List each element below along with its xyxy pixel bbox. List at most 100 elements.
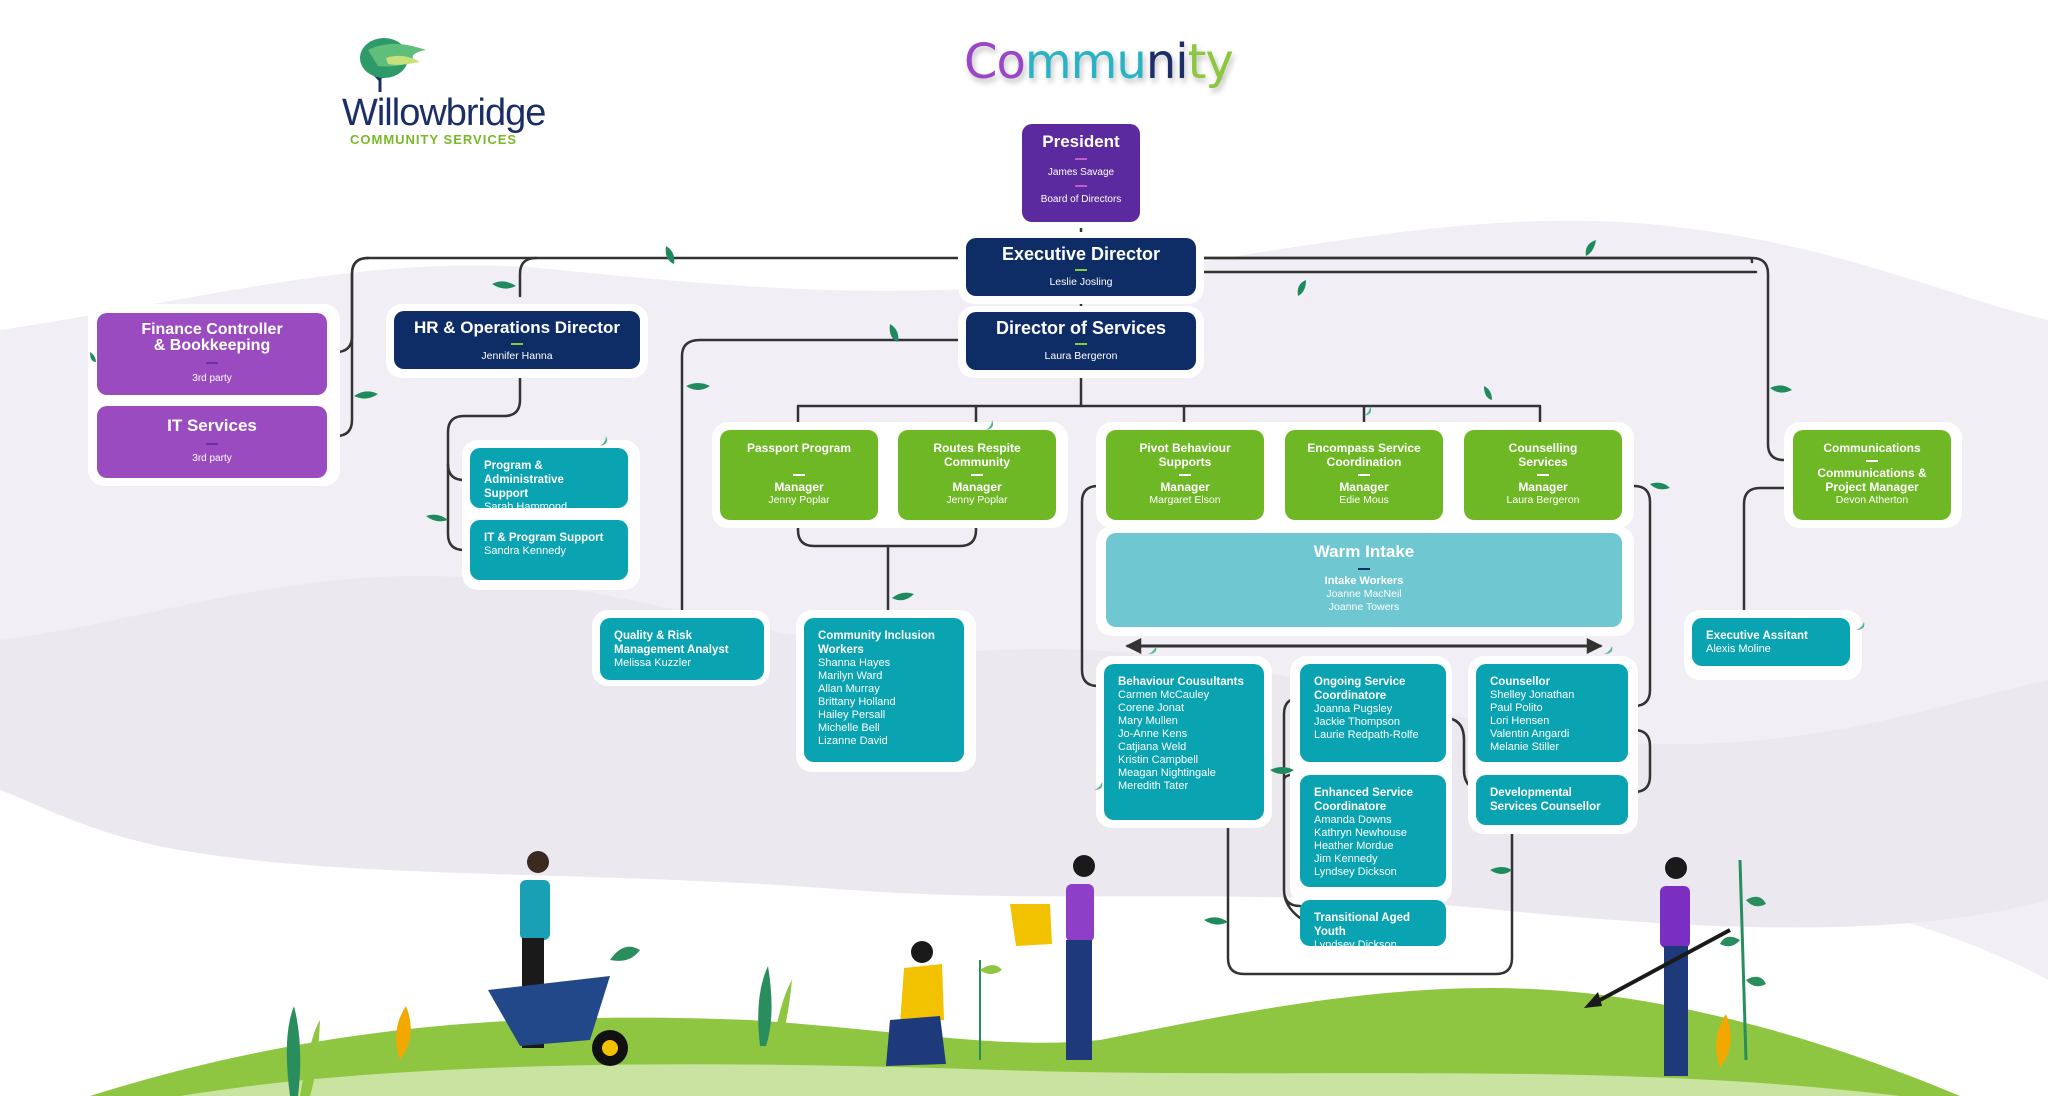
node-note: 3rd party <box>192 373 232 384</box>
node-title: President <box>1042 132 1120 151</box>
node-title-line2: Support <box>484 488 529 500</box>
divider <box>206 443 218 445</box>
node-behaviour-consultants[interactable]: Behaviour Cousultants Carmen McCauley Co… <box>1104 664 1264 820</box>
node-communications[interactable]: Communications Communications & Project … <box>1793 430 1951 520</box>
node-warm-intake[interactable]: Warm Intake Intake Workers Joanne MacNei… <box>1106 533 1622 627</box>
member: Marilyn Ward <box>818 670 883 682</box>
node-role: Manager <box>1160 480 1210 494</box>
node-name: Laura Bergeron <box>1044 350 1118 362</box>
member: Heather Mordue <box>1314 840 1394 852</box>
node-title-line1: Routes Respite <box>933 441 1021 455</box>
node-name: Sarah Hammond <box>484 501 568 513</box>
node-title: HR & Operations Director <box>414 318 620 337</box>
member: Joanne MacNeil <box>1326 588 1402 600</box>
node-title-line1: Encompass Service <box>1307 441 1421 455</box>
member: Hailey Persall <box>818 709 886 721</box>
node-program-counselling[interactable]: Counselling Services Manager Laura Berge… <box>1464 430 1622 520</box>
node-executive-director[interactable]: Executive Director Leslie Josling <box>966 238 1196 296</box>
node-title-line1: Pivot Behaviour <box>1139 441 1231 455</box>
logo-subtitle: COMMUNITY SERVICES <box>350 132 518 147</box>
title-part: Co <box>964 34 1026 90</box>
node-name: Lyndsey Dickson <box>1314 939 1397 951</box>
node-role: Manager <box>1339 480 1389 494</box>
member: Meagan Nightingale <box>1118 767 1216 779</box>
node-note: 3rd party <box>192 453 232 464</box>
member: Joanne Towers <box>1328 601 1400 613</box>
divider <box>1075 158 1087 160</box>
node-role: Manager <box>1518 480 1568 494</box>
node-title-line2: Coordination <box>1326 455 1402 469</box>
member: Laurie Redpath-Rolfe <box>1314 729 1419 741</box>
title-part: mmu <box>1024 34 1147 90</box>
node-director-of-services[interactable]: Director of Services Laura Bergeron <box>966 312 1196 370</box>
node-role-line1: Communications & <box>1817 466 1927 480</box>
node-title: Communications <box>1823 441 1921 455</box>
node-title: Transitional Aged Youth <box>1314 912 1411 938</box>
divider <box>1075 185 1087 187</box>
node-ongoing-service-coordinators[interactable]: Ongoing Service Coordinatore Joanna Pugs… <box>1300 664 1446 762</box>
member: Paul Polito <box>1490 702 1543 714</box>
member: Lori Hensen <box>1490 715 1550 727</box>
node-developmental-services-counsellor[interactable]: Developmental Services Counsellor <box>1476 775 1628 825</box>
title-part: ty <box>1187 34 1234 90</box>
node-transitional-aged-youth[interactable]: Transitional Aged Youth Lyndsey Dickson <box>1300 900 1446 951</box>
node-title-line1: Counselling <box>1508 441 1578 455</box>
node-name: Melissa Kuzzler <box>614 657 692 669</box>
node-name: Jenny Poplar <box>768 494 830 506</box>
member: Allan Murray <box>818 683 880 695</box>
node-title-line1: Program & Administrative <box>484 460 564 486</box>
node-hr-operations-director[interactable]: HR & Operations Director Jennifer Hanna <box>394 311 640 369</box>
node-program-encompass[interactable]: Encompass Service Coordination Manager E… <box>1285 430 1443 520</box>
node-executive-assistant[interactable]: Executive Assitant Alexis Moline <box>1692 618 1850 666</box>
node-role: Manager <box>774 480 824 494</box>
node-role: Manager <box>952 480 1002 494</box>
member-list: Shanna Hayes Marilyn Ward Allan Murray B… <box>818 657 950 748</box>
node-name: Jenny Poplar <box>946 494 1008 506</box>
node-counsellor[interactable]: Counsellor Shelley Jonathan Paul Polito … <box>1476 664 1628 762</box>
node-finance-controller[interactable]: Finance Controller & Bookkeeping 3rd par… <box>97 313 327 395</box>
divider <box>1075 269 1087 271</box>
node-president[interactable]: President James Savage Board of Director… <box>1022 124 1140 222</box>
divider <box>206 362 218 364</box>
node-community-inclusion-workers[interactable]: Community Inclusion Workers Shanna Hayes… <box>804 618 964 762</box>
node-title-line1: Passport Program <box>746 441 852 455</box>
node-name: Alexis Moline <box>1706 643 1771 655</box>
node-title-line2: Workers <box>818 644 864 656</box>
member: Amanda Downs <box>1314 814 1392 826</box>
divider <box>1358 568 1370 570</box>
node-title-line2: Services Counsellor <box>1490 801 1601 813</box>
node-role: Intake Workers <box>1324 575 1404 587</box>
divider <box>511 343 523 345</box>
divider <box>971 474 983 476</box>
member: Michelle Bell <box>818 722 880 734</box>
node-title-line2: Supports <box>1158 455 1212 469</box>
node-title-line2: Coordinatore <box>1314 801 1387 813</box>
node-it-program-support[interactable]: IT & Program Support Sandra Kennedy <box>470 520 628 580</box>
divider <box>793 474 805 476</box>
title-part: ni <box>1145 34 1189 90</box>
node-program-routes-respite[interactable]: Routes Respite Community Manager Jenny P… <box>898 430 1056 520</box>
logo-wordmark: Willowbridge <box>342 92 546 134</box>
member: Mary Mullen <box>1118 715 1178 727</box>
node-program-admin-support[interactable]: Program & Administrative Support Sarah H… <box>470 448 628 513</box>
node-quality-risk-analyst[interactable]: Quality & Risk Management Analyst Meliss… <box>600 618 764 680</box>
divider <box>1537 474 1549 476</box>
node-title-line2: Services <box>1518 455 1568 469</box>
node-program-passport[interactable]: Passport Program Manager Jenny Poplar <box>720 430 878 520</box>
node-enhanced-service-coordinators[interactable]: Enhanced Service Coordinatore Amanda Dow… <box>1300 775 1446 887</box>
member: Kristin Campbell <box>1118 754 1199 766</box>
node-program-pivot-behaviour[interactable]: Pivot Behaviour Supports Manager Margare… <box>1106 430 1264 520</box>
member: Lyndsey Dickson <box>1314 866 1397 878</box>
node-note: Board of Directors <box>1040 194 1122 205</box>
node-title-line2 <box>720 455 878 469</box>
member: Melanie Stiller <box>1490 741 1560 753</box>
node-title-line1: Enhanced Service <box>1314 787 1414 799</box>
node-title: Executive Assitant <box>1706 630 1808 642</box>
willowbridge-tree-logo-icon <box>360 38 426 92</box>
node-title: Behaviour Cousultants <box>1118 676 1244 688</box>
node-it-services[interactable]: IT Services 3rd party <box>97 406 327 478</box>
node-title: IT Services <box>167 416 257 435</box>
node-title-line2: Management Analyst <box>614 644 729 656</box>
node-title-line2: Community <box>944 455 1010 469</box>
page-title: Community <box>964 34 1234 90</box>
